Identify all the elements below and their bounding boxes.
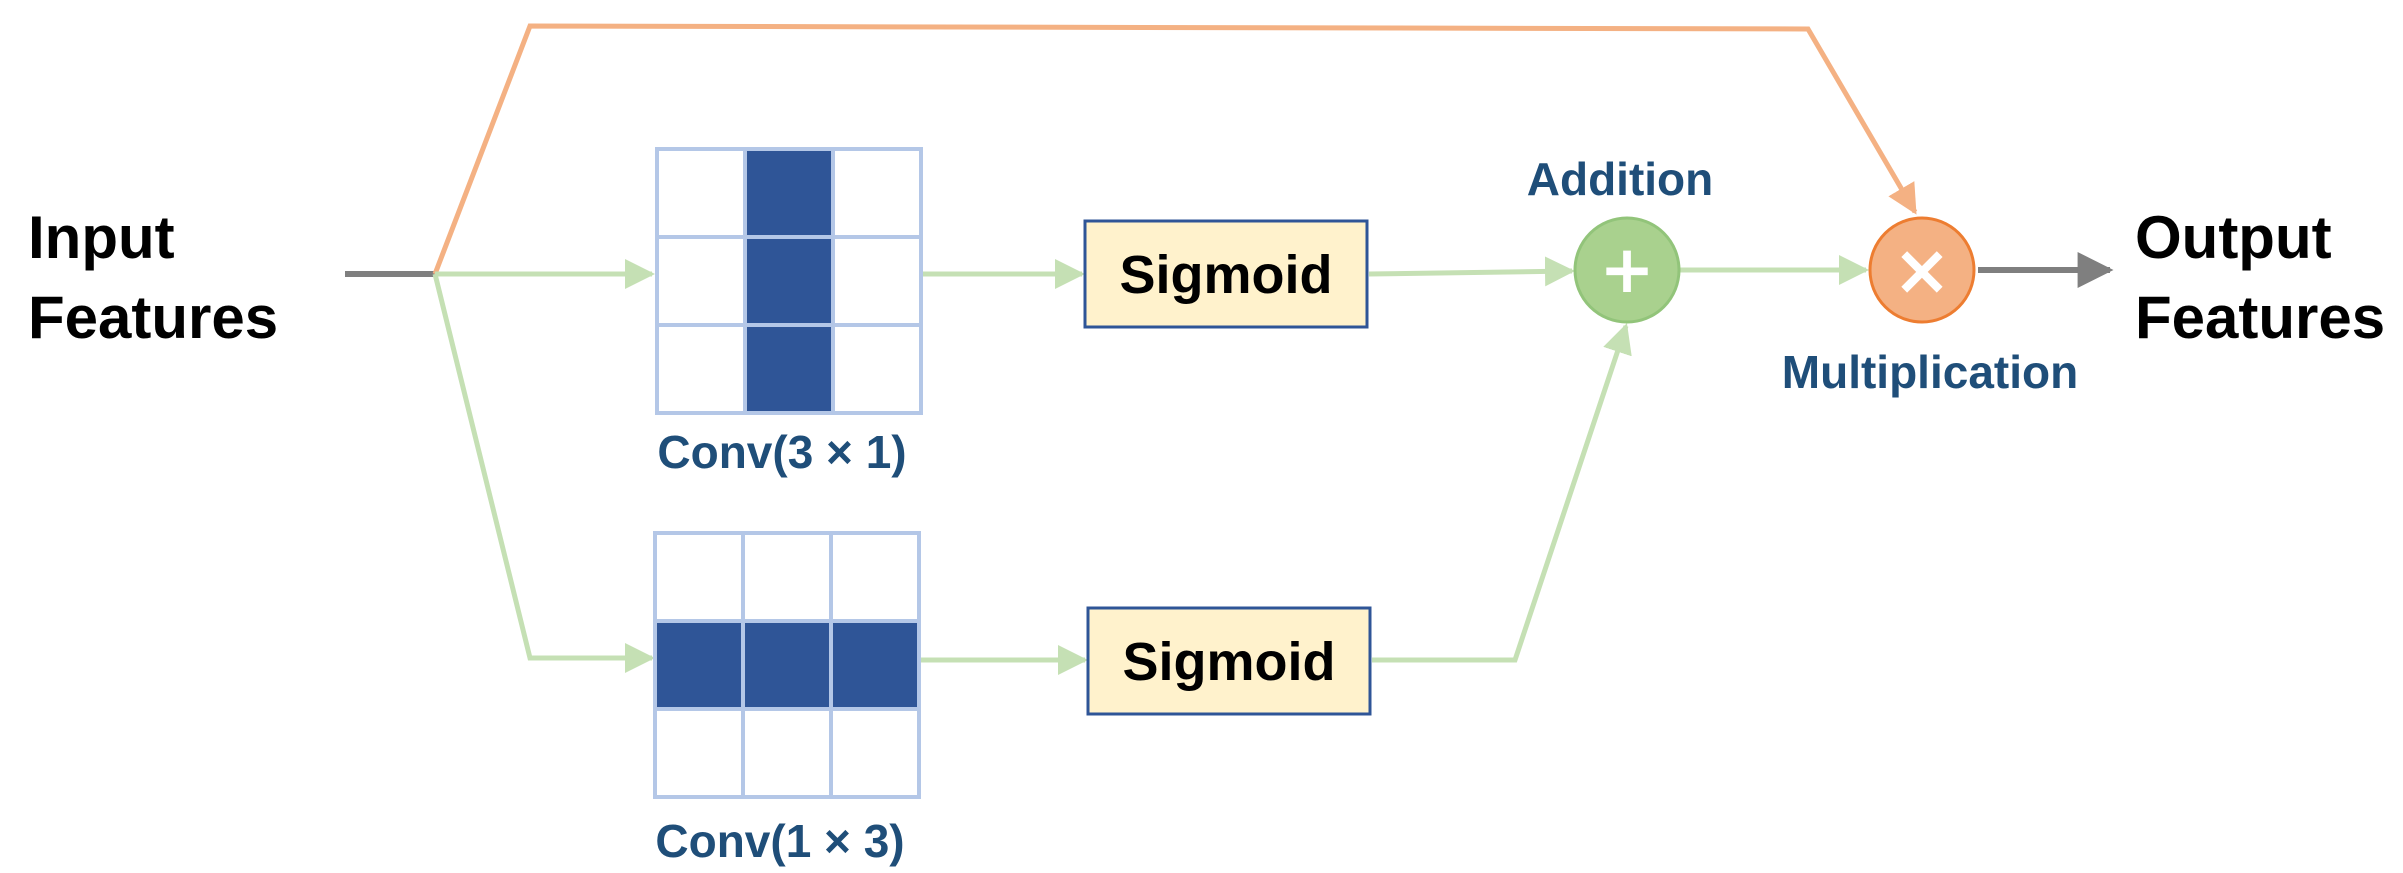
conv-top-cell-1-0-empty: [659, 239, 743, 323]
conv-top-cell-2-2-empty: [835, 327, 919, 411]
multiplication-symbol: ×: [1893, 229, 1952, 311]
conv-top-cell-1-1-active: [747, 239, 831, 323]
multiplication-node: [1868, 216, 1976, 324]
conv-bottom-cell-0-0-empty: [657, 535, 741, 619]
flow-sigmoid-top-to-add: [1368, 256, 1575, 287]
conv-bottom-cell-1-2-active: [833, 623, 917, 707]
flow-input-to-conv-bottom: [432, 273, 655, 673]
addition-label: Addition: [1527, 153, 1714, 205]
conv-bottom-cell-2-0-empty: [657, 711, 741, 795]
sigmoid-top-box: [1083, 219, 1369, 329]
conv-bottom-cell-1-0-active: [657, 623, 741, 707]
sigmoid-top-label: Sigmoid: [1120, 245, 1333, 305]
conv-top-cell-2-1-active: [747, 327, 831, 411]
input-label-line2: Features: [28, 284, 278, 351]
conv-bottom-cell-0-2-empty: [833, 535, 917, 619]
flow-sigmoid-bottom-to-add: [1372, 323, 1632, 663]
sigmoid-bottom-label: Sigmoid: [1123, 632, 1336, 692]
sigmoid-bottom-box: [1086, 606, 1372, 716]
input-label-line1: Input: [28, 204, 175, 271]
multiplication-label: Multiplication: [1782, 346, 2078, 398]
conv-top-label: Conv(3 × 1): [657, 426, 906, 478]
conv-top-cell-0-2-empty: [835, 151, 919, 235]
conv-1x3-kernel-grid: [653, 531, 921, 799]
conv-top-cell-1-2-empty: [835, 239, 919, 323]
conv-bottom-cell-2-2-empty: [833, 711, 917, 795]
skip-connection: [432, 23, 1918, 275]
conv-top-cell-0-1-active: [747, 151, 831, 235]
conv-bottom-label: Conv(1 × 3): [655, 815, 904, 867]
addition-symbol: +: [1599, 231, 1654, 308]
addition-node: [1573, 216, 1681, 324]
conv-top-cell-0-0-empty: [659, 151, 743, 235]
output-label-line1: Output: [2135, 204, 2332, 271]
conv-bottom-cell-2-1-empty: [745, 711, 829, 795]
conv-bottom-cell-0-1-empty: [745, 535, 829, 619]
output-label-line2: Features: [2135, 284, 2385, 351]
conv-3x1-kernel-grid: [655, 147, 923, 415]
conv-bottom-cell-1-1-active: [745, 623, 829, 707]
conv-top-cell-2-0-empty: [659, 327, 743, 411]
